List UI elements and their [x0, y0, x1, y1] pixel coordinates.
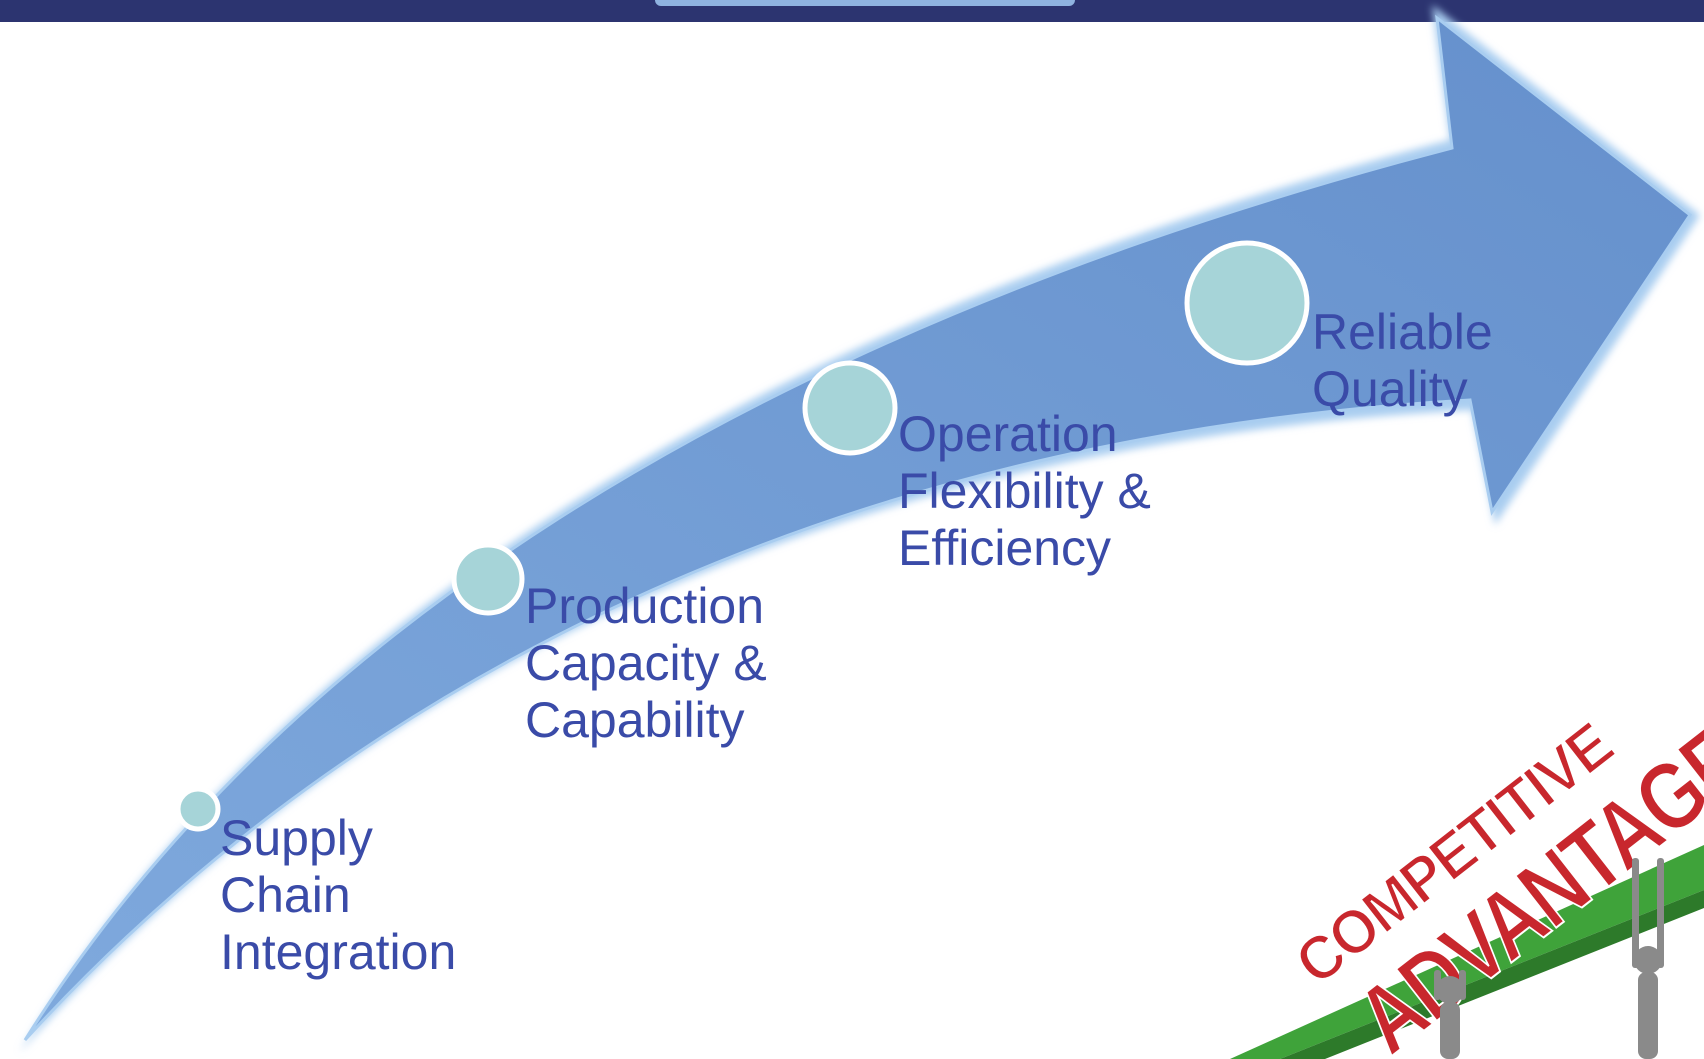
competitive-advantage-logo: COMPETITIVE ADVANTAGE — [1230, 705, 1704, 1059]
header-bar — [0, 0, 1704, 22]
header-tab — [655, 0, 1075, 6]
step-label-production: Production Capacity & Capability — [525, 578, 767, 748]
logo-figure-left — [1434, 970, 1466, 1059]
step-node-3 — [802, 360, 898, 456]
logo-green-board — [1230, 845, 1704, 1059]
step-label-supply-chain: Supply Chain Integration — [220, 810, 457, 980]
step-node-2 — [451, 542, 525, 616]
logo-green-board-shade — [1280, 890, 1704, 1059]
step-node-4 — [1184, 240, 1310, 366]
step-label-operation: Operation Flexibility & Efficiency — [898, 406, 1151, 576]
logo-figure-right — [1632, 858, 1664, 1059]
step-node-1 — [175, 786, 221, 832]
step-label-quality: Reliable Quality — [1312, 304, 1493, 417]
